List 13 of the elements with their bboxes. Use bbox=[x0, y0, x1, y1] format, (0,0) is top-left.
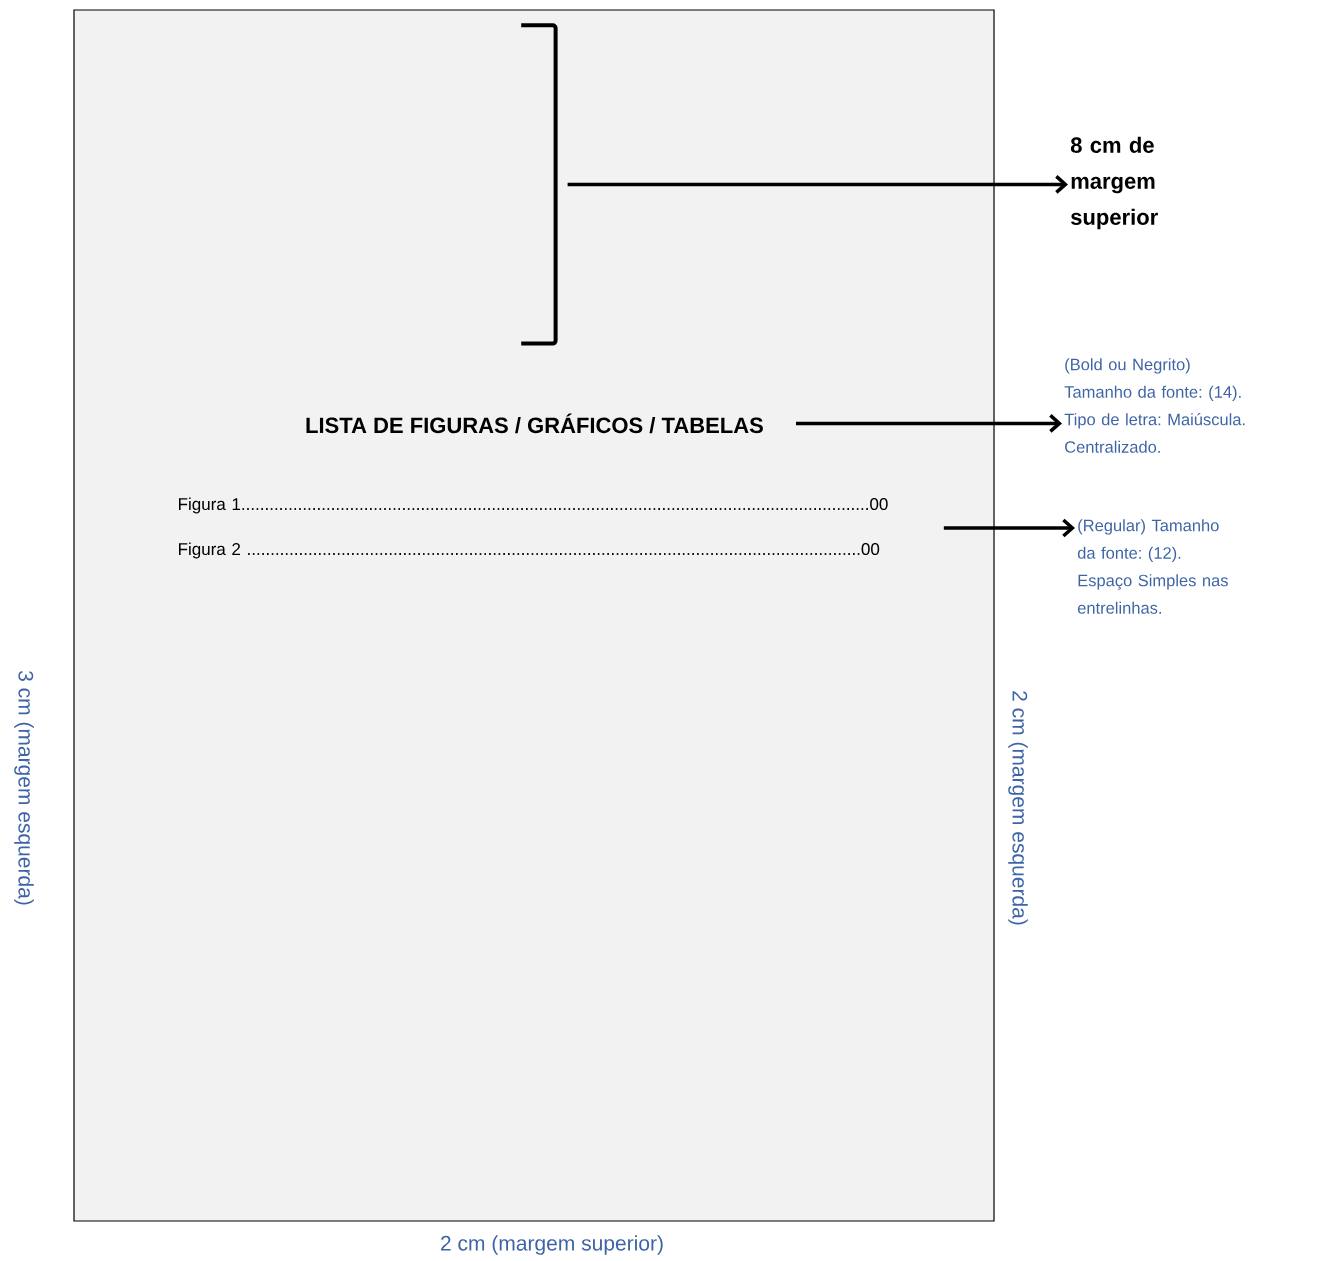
page-sheet bbox=[73, 9, 995, 1222]
margin-label: 2 cm (margem esquerda) bbox=[1008, 691, 1028, 925]
arrow bbox=[567, 175, 1068, 194]
annotation-text: 8 cm de margem superior bbox=[1070, 136, 1158, 230]
annotation-text: (Regular) Tamanho da fonte: (12). Espaço Simples nas entrelinhas. bbox=[1077, 519, 1228, 614]
arrow bbox=[796, 414, 1062, 433]
margin-label: 3 cm (margem esquerda) bbox=[14, 670, 34, 905]
heading-text: LISTA DE FIGURAS / GRÁFICOS / TABELAS bbox=[306, 413, 763, 434]
arrow bbox=[943, 518, 1075, 538]
margin-label: 2 cm (margem superior) bbox=[441, 1235, 663, 1255]
bracket bbox=[521, 23, 558, 346]
annotation-text: (Bold ou Negrito) Tamanho da fonte: (14). Tipo de letra: Maiúscula. Centralizado. bbox=[1064, 358, 1245, 453]
figure-list: Figura 1.....................................................................................................................................00 Figura 2 ..................................................................................................................................00 bbox=[179, 497, 888, 559]
